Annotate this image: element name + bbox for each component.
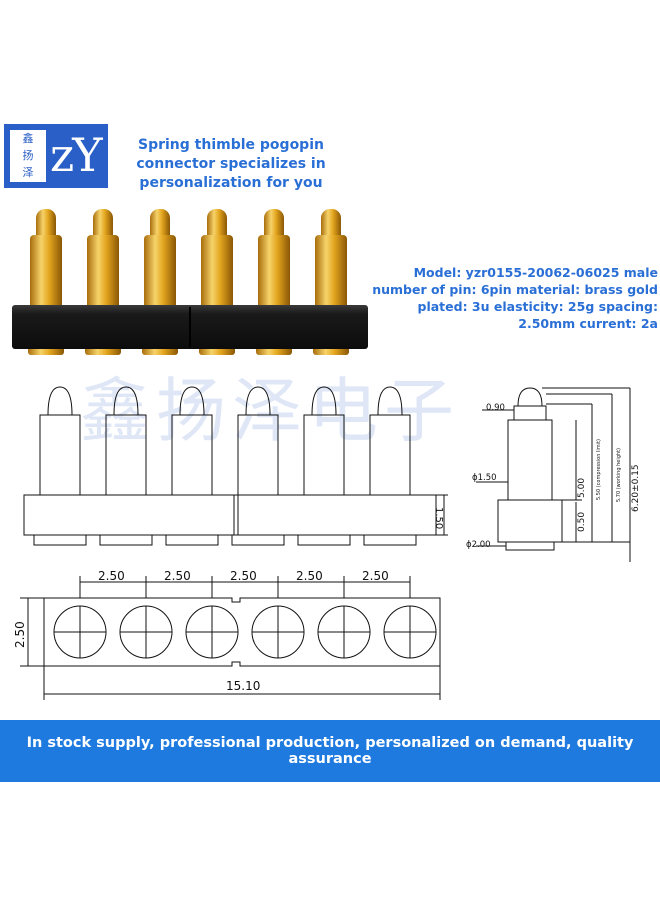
- drawing-housing: [23, 494, 437, 536]
- hole-1: [53, 605, 107, 659]
- pitch-label-3: 2.50: [230, 569, 257, 583]
- spec-text: Model: yzr0155-20062-06025 male number o…: [372, 265, 658, 331]
- length-label: 15.10: [226, 679, 260, 693]
- bottom-banner: In stock supply, professional production…: [0, 720, 660, 782]
- dim-500-label: 5.00: [577, 478, 587, 498]
- pitch-label-5: 2.50: [362, 569, 389, 583]
- dim-050-label: 0.50: [577, 512, 587, 532]
- pin-2: [85, 209, 121, 355]
- banner-text: In stock supply, professional production…: [26, 735, 634, 767]
- logo-char-3: 泽: [22, 166, 34, 179]
- dim-compression-label: 5.50 (compression limit): [596, 439, 602, 500]
- pitch-label-2: 2.50: [164, 569, 191, 583]
- logo-char-1: 鑫: [22, 132, 34, 145]
- connector-photo: [12, 209, 368, 355]
- logo-badge: [10, 130, 46, 182]
- headline: Spring thimble pogopin connector special…: [136, 137, 326, 191]
- hole-2: [119, 605, 173, 659]
- logo-letters: zY: [50, 128, 103, 182]
- hole-5: [317, 605, 371, 659]
- dim-pin-dia-label: ϕ1.50: [472, 473, 497, 483]
- watermark: 鑫扬泽电子: [80, 370, 460, 452]
- hole-6: [383, 605, 437, 659]
- depth-label: 2.50: [13, 621, 27, 648]
- logo-chinese-text: 鑫 扬 泽: [10, 130, 46, 181]
- front-view-drawing: 1.50: [23, 386, 448, 546]
- dim-tip-label: 0.90: [486, 403, 505, 413]
- dim-overall-label: 6.20±0.15: [631, 464, 641, 512]
- dim-height-label: 1.50: [433, 507, 444, 529]
- pitch-label-4: 2.50: [296, 569, 323, 583]
- brand-logo: 鑫 扬 泽 zY: [4, 124, 108, 188]
- logo-char-2: 扬: [22, 149, 34, 162]
- side-view-drawing: 0.90 ϕ1.50 ϕ2.00 5.00 0.50 5.50 (compres…: [466, 387, 641, 562]
- pitch-label-1: 2.50: [98, 569, 125, 583]
- hole-3: [185, 605, 239, 659]
- pin-1: [28, 209, 64, 355]
- hole-4: [251, 605, 305, 659]
- dim-base-dia-label: ϕ2.00: [466, 540, 491, 550]
- dim-working-label: 5.70 (working height): [616, 448, 622, 502]
- top-view-drawing: 2.50 2.50 2.50 2.50 2.50 2.50 15.10: [13, 569, 441, 700]
